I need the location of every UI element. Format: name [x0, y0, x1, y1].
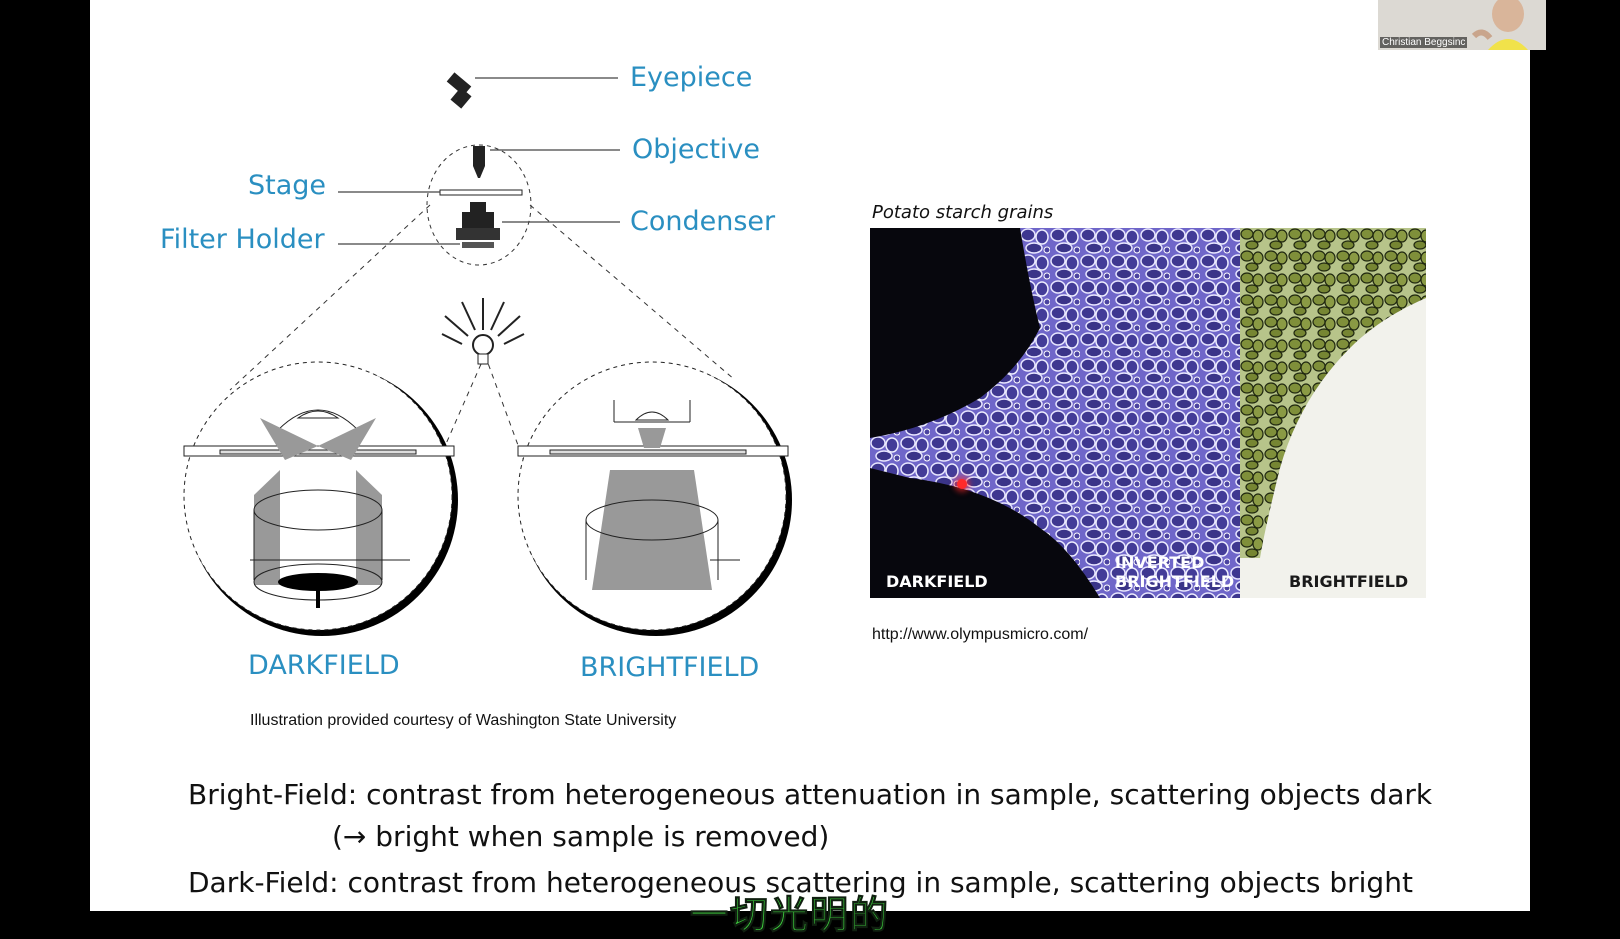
participant-video[interactable]: Christian Beggsinc — [1378, 0, 1546, 50]
panel-label-darkfield: DARKFIELD — [886, 572, 988, 591]
label-darkfield: DARKFIELD — [248, 650, 400, 681]
panel-label-inverted-brightfield-text: INVERTED BRIGHTFIELD — [1115, 553, 1235, 591]
label-brightfield: BRIGHTFIELD — [580, 652, 760, 683]
participant-name: Christian Beggsinc — [1380, 37, 1468, 48]
eyepiece-shape — [446, 72, 472, 109]
laser-pointer — [957, 479, 967, 489]
panel-label-brightfield: BRIGHTFIELD — [1289, 572, 1409, 591]
label-stage: Stage — [248, 170, 327, 201]
darkfield-photo — [870, 228, 1240, 598]
brightfield-photo — [1240, 228, 1426, 598]
label-eyepiece: Eyepiece — [630, 62, 753, 93]
microscope-diagram — [183, 72, 792, 636]
micrograph-source: http://www.olympusmicro.com/ — [872, 626, 1089, 643]
brightfield-zoom — [517, 361, 792, 636]
darkfield-zoom — [183, 361, 458, 636]
bright-field-note: (→ bright when sample is removed) — [332, 820, 830, 853]
micrograph-title: Potato starch grains — [872, 202, 1054, 223]
panel-label-inverted-brightfield: INVERTED BRIGHTFIELD — [1115, 553, 1234, 591]
label-filter-holder: Filter Holder — [160, 224, 325, 255]
presentation-slide: Eyepiece Objective Stage Condenser Filte… — [90, 0, 1530, 911]
label-objective: Objective — [632, 134, 761, 165]
brightfield-grains — [1240, 228, 1426, 558]
subtitle-overlay: 一切光明的 — [689, 893, 891, 938]
diagram-credit: Illustration provided courtesy of Washin… — [250, 712, 677, 729]
bright-field-description: Bright-Field: contrast from heterogeneou… — [188, 778, 1433, 811]
dark-field-description: Dark-Field: contrast from heterogeneous … — [188, 866, 1413, 899]
label-condenser: Condenser — [630, 206, 776, 237]
darkfield-grains — [870, 228, 1240, 598]
